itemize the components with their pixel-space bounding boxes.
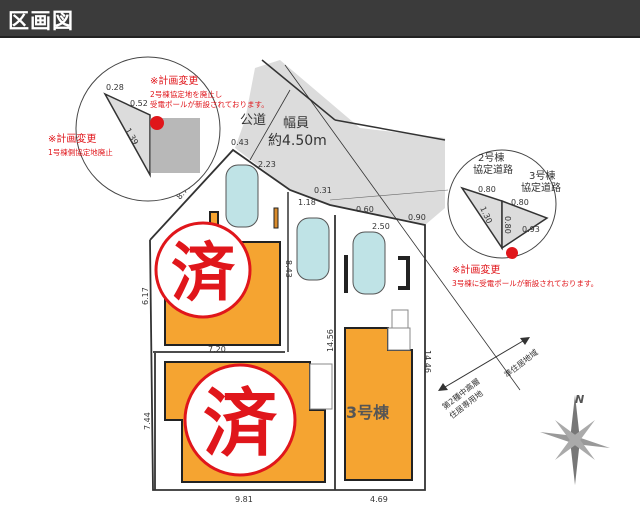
lot3-label: 3号棟 xyxy=(346,403,390,422)
change-note-title: ※計画変更 xyxy=(452,263,500,276)
meter-icon xyxy=(273,207,279,229)
meter-icon xyxy=(344,255,348,293)
car-icon xyxy=(225,164,259,228)
arrow-head-icon xyxy=(520,337,530,345)
sold-stamp xyxy=(154,221,252,319)
dimension: 0.60 xyxy=(356,205,374,214)
sold-stamp xyxy=(183,363,297,477)
road-label: 公道 xyxy=(240,113,266,128)
dimension: 14.56 xyxy=(326,329,335,352)
bracket-icon xyxy=(398,256,410,290)
lot3-road-label: 協定道路 xyxy=(521,181,561,194)
dimension: 9.81 xyxy=(235,495,253,504)
sold-stamp-text: 済 xyxy=(203,381,278,467)
sold-stamp-text: 済 xyxy=(171,237,236,311)
dimension: 0.80 xyxy=(503,216,512,234)
dimension: 0.28 xyxy=(106,83,124,92)
lot2-road-label: 協定道路 xyxy=(473,163,513,176)
steps xyxy=(391,309,409,329)
dimension: 0.80 xyxy=(478,185,496,194)
dimension: 8.43 xyxy=(284,260,293,278)
porch xyxy=(309,363,333,410)
lot-boundary xyxy=(149,148,426,491)
zoning-arrow xyxy=(439,337,529,391)
zoning-east: 準住居地域 xyxy=(502,347,540,380)
compass-rose-icon xyxy=(540,395,610,485)
dimension: 2.50 xyxy=(372,222,390,231)
page-title: 区画図 xyxy=(8,9,74,33)
change-note-title: ※計画変更 xyxy=(48,132,96,145)
road-edge xyxy=(261,59,336,121)
power-pole-icon xyxy=(506,247,518,259)
dimension: 1.18 xyxy=(298,198,316,207)
dimension: 0.90 xyxy=(408,213,426,222)
zoning-line xyxy=(284,64,521,391)
public-road xyxy=(235,60,445,225)
change-note-text: 受電ポールが新設されております。 xyxy=(150,99,269,109)
dimension: 0.80 xyxy=(511,198,529,207)
dimension: 0.52 xyxy=(130,99,148,108)
road-width-arrow xyxy=(249,89,291,161)
road-width-value: 約4.50m xyxy=(268,133,327,149)
compass-north: N xyxy=(575,393,584,406)
car-icon xyxy=(296,217,330,281)
power-pole-icon xyxy=(150,116,164,130)
easement-area xyxy=(501,199,549,250)
porch xyxy=(387,327,411,351)
arrow-head-icon xyxy=(438,383,448,391)
change-note-text: 2号棟協定地を廃止し xyxy=(150,89,222,99)
car-icon xyxy=(352,231,386,295)
dimension: 7.44 xyxy=(143,412,152,430)
connector-line xyxy=(329,189,449,201)
road-edge xyxy=(334,119,446,141)
change-note-text: 1号棟側協定地廃止 xyxy=(48,147,113,157)
dimension: 2.23 xyxy=(258,160,276,169)
change-note-text: 3号棟に受電ポールが新設されております。 xyxy=(452,278,598,288)
dimension: 6.17 xyxy=(141,287,150,305)
page-header: 区画図 xyxy=(0,0,640,38)
lot2-road-label: 2号棟 xyxy=(478,151,504,164)
change-note-title: ※計画変更 xyxy=(150,74,198,87)
lot3-road-label: 3号棟 xyxy=(529,169,555,182)
dimension: 0.31 xyxy=(314,186,332,195)
dimension: 7.20 xyxy=(208,345,226,354)
road-width-label: 幅員 xyxy=(283,116,309,131)
dimension: 0.93 xyxy=(522,225,540,234)
dimension: 0.43 xyxy=(231,138,249,147)
dimension: 4.69 xyxy=(370,495,388,504)
dimension: 14.46 xyxy=(423,350,432,373)
